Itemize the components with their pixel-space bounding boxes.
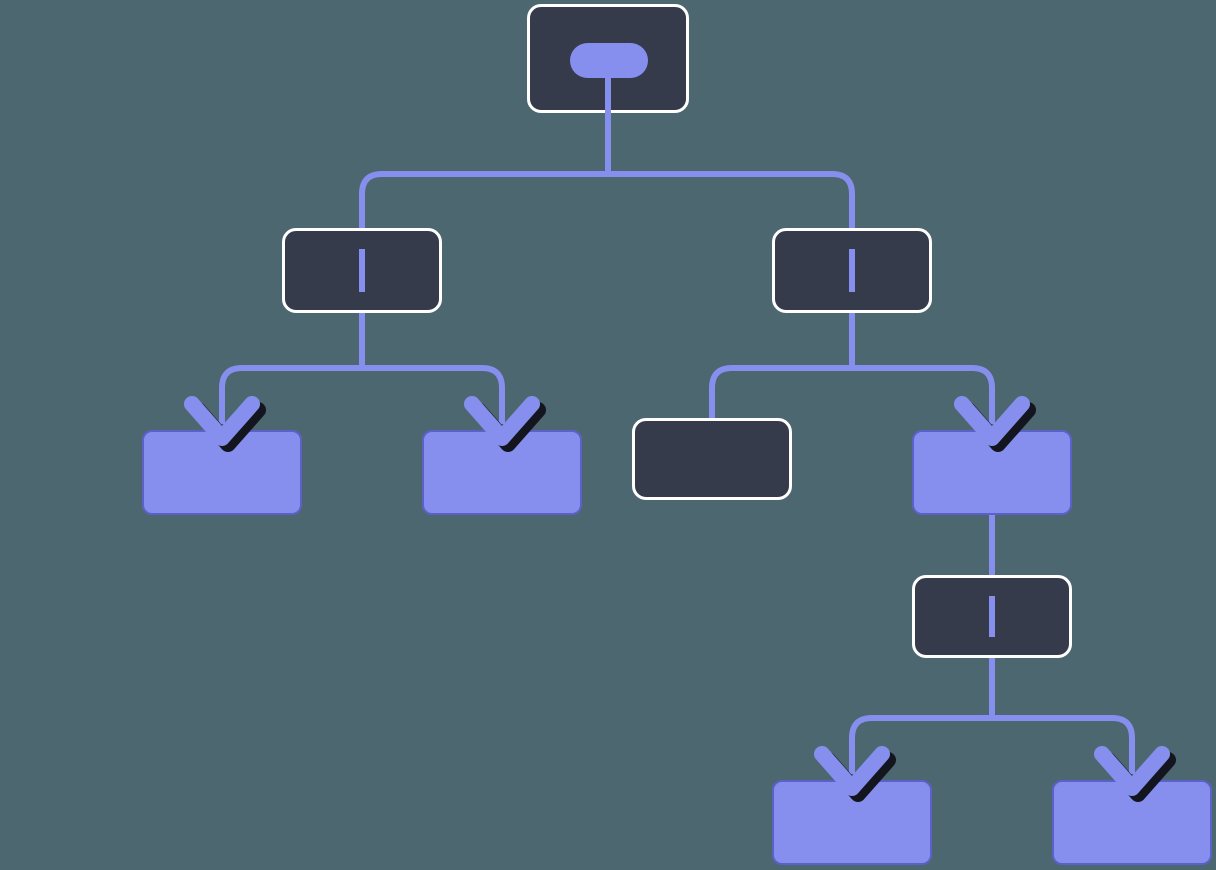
root-node[interactable] — [527, 4, 689, 113]
leaf-node-f[interactable] — [1052, 780, 1212, 865]
node-pass-through-line — [989, 596, 995, 637]
node-pass-through-line — [849, 249, 855, 292]
branch-node-right[interactable] — [772, 228, 932, 313]
branch-node-deep[interactable] — [912, 575, 1072, 658]
leaf-node-d[interactable] — [912, 430, 1072, 515]
leaf-node-e[interactable] — [772, 780, 932, 865]
leaf-node-b[interactable] — [422, 430, 582, 515]
terminal-node-c[interactable] — [632, 418, 792, 500]
branch-node-left[interactable] — [282, 228, 442, 313]
node-pass-through-line — [359, 249, 365, 292]
root-pill-marker — [570, 43, 648, 78]
leaf-node-a[interactable] — [142, 430, 302, 515]
root-stem-connector — [605, 78, 611, 113]
